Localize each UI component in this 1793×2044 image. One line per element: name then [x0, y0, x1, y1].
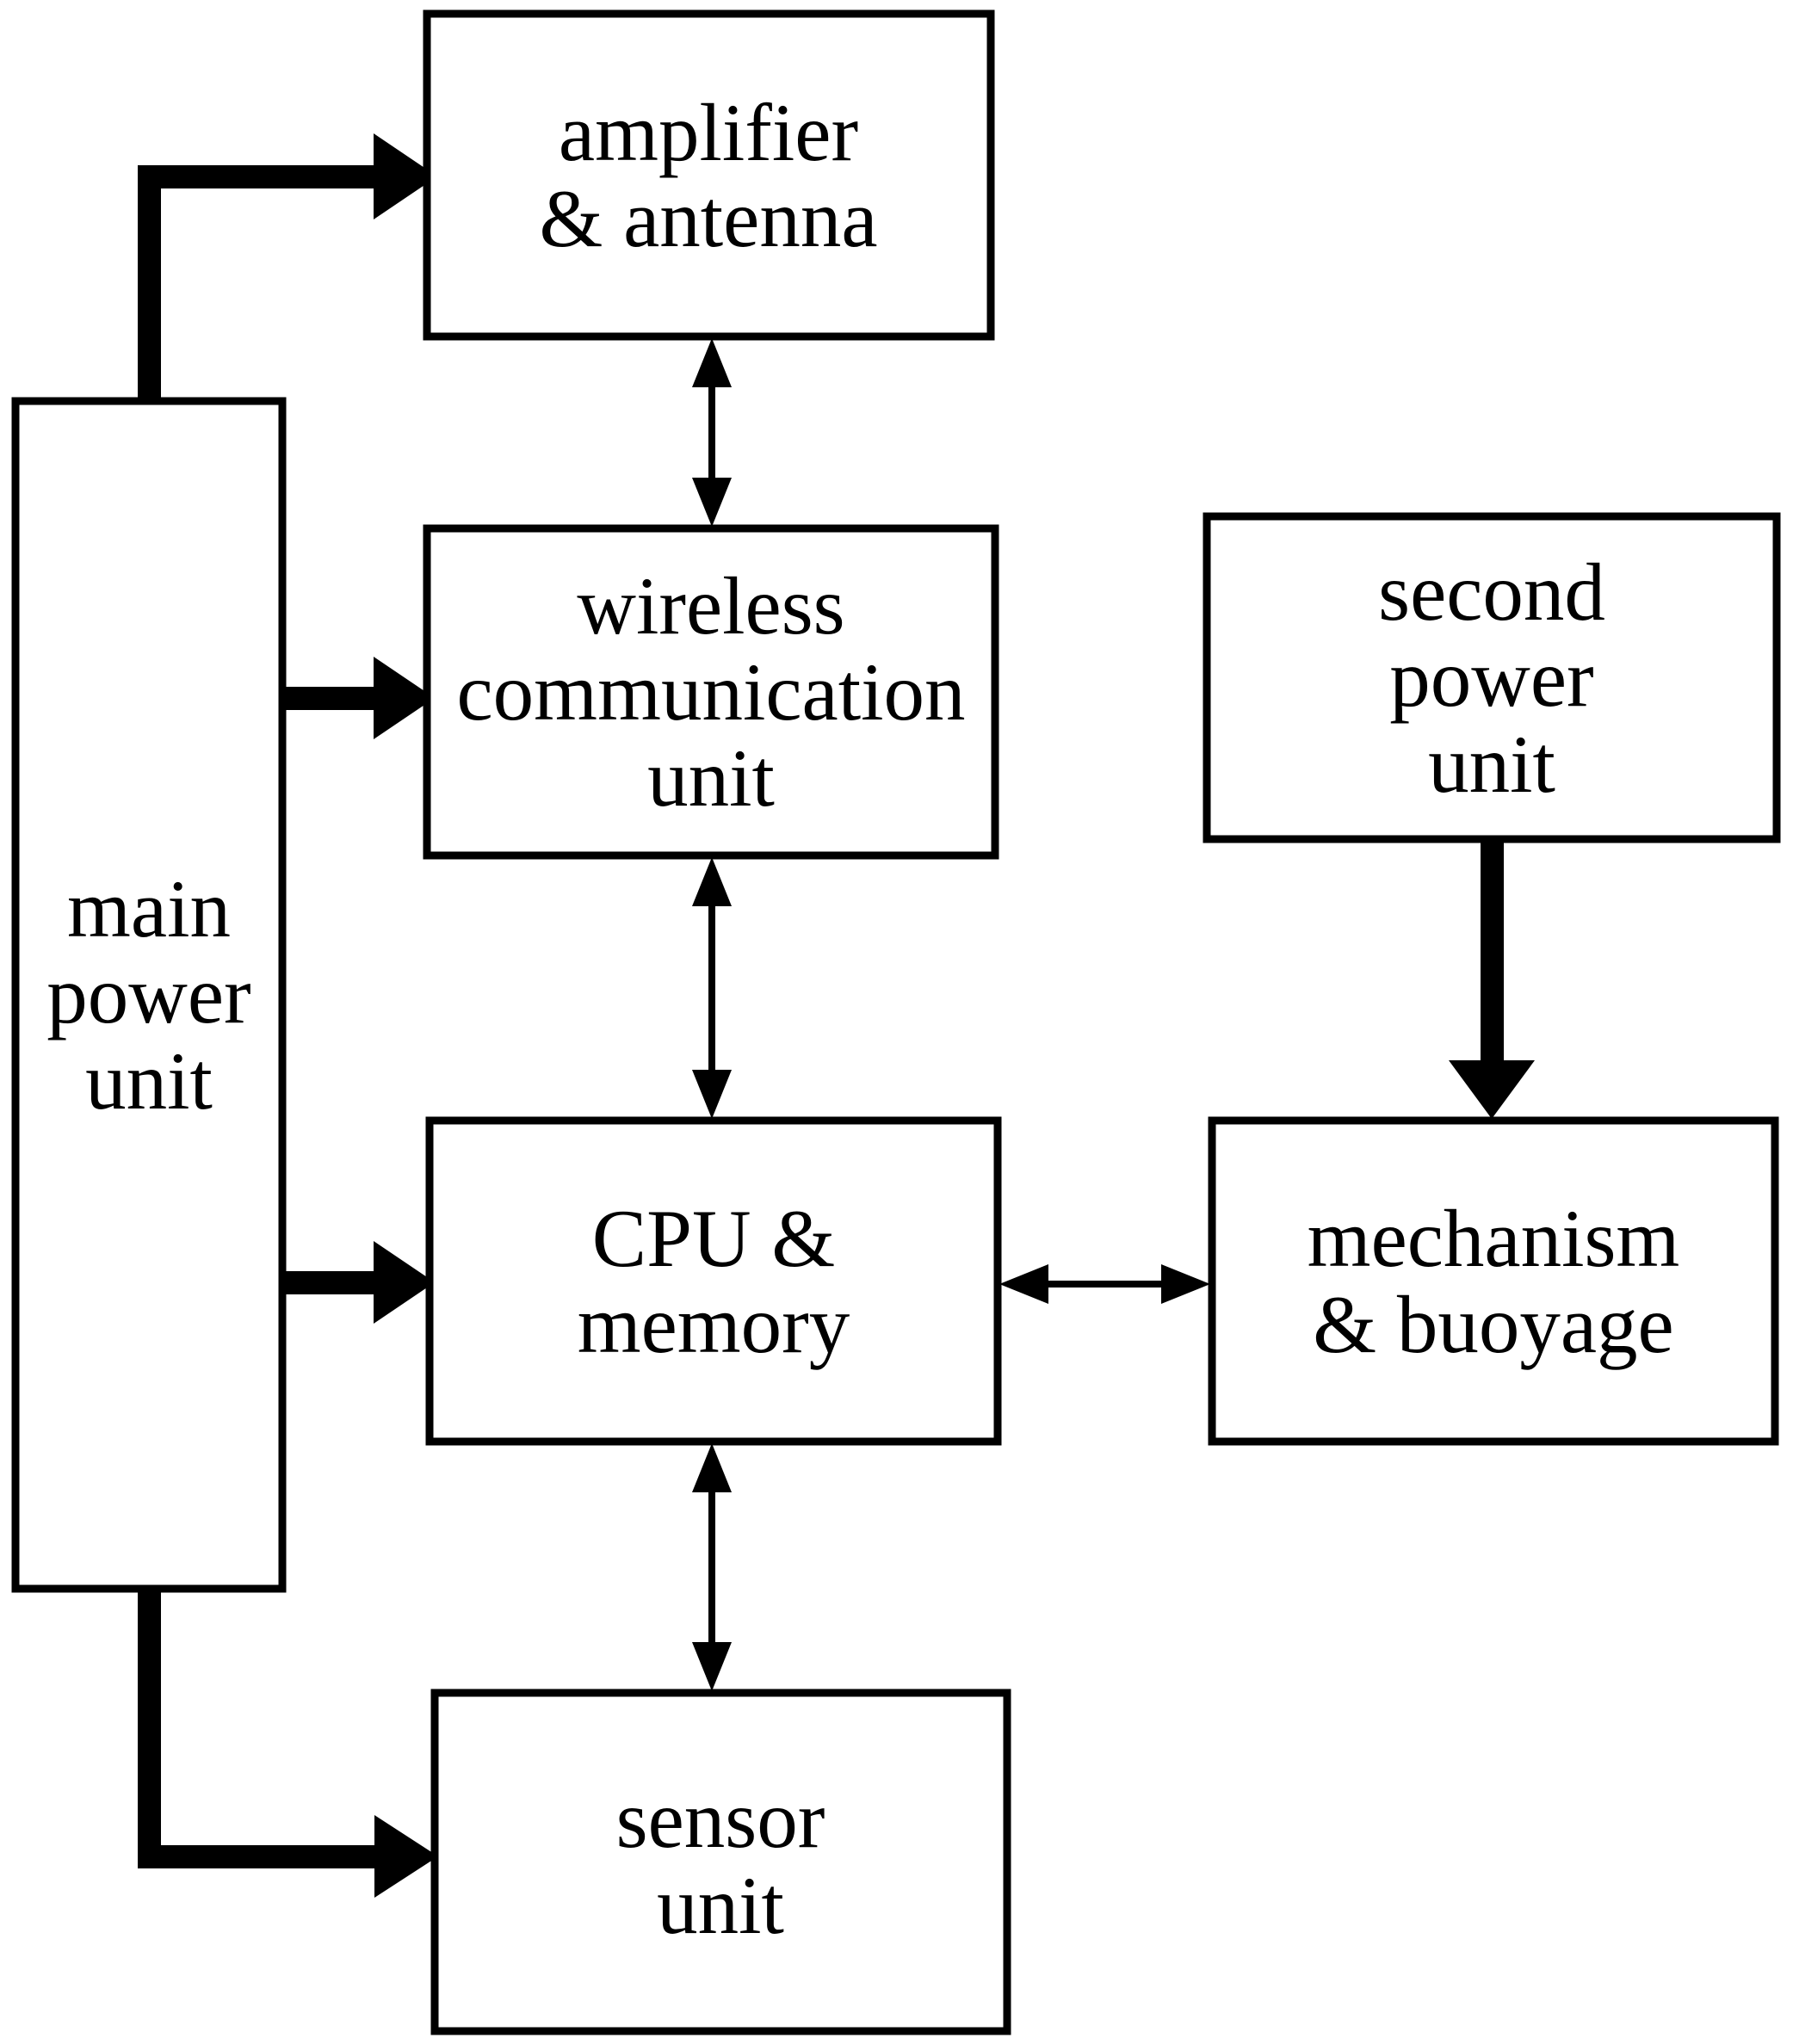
box-wireless-communication-unit-label-line3: unit	[647, 732, 775, 824]
box-cpu-memory: CPU & memory	[425, 1116, 1002, 1446]
box-wireless-communication-unit: wireless communication unit	[423, 524, 999, 860]
box-second-power-unit-label-line3: unit	[1428, 719, 1555, 810]
box-wireless-communication-unit-label-line1: wireless	[577, 560, 844, 651]
box-amplifier-antenna-label-line1: amplifier	[559, 87, 858, 178]
box-main-power-unit-label-line3: unit	[85, 1035, 213, 1127]
arrow-main-power-to-sensor	[138, 1587, 438, 1898]
box-sensor-unit: sensor unit	[430, 1689, 1011, 2035]
box-cpu-memory-label-line2: memory	[578, 1279, 850, 1370]
box-second-power-unit-label-line1: second	[1378, 547, 1605, 638]
arrow-main-power-to-wireless	[281, 657, 435, 739]
box-second-power-unit: second power unit	[1203, 512, 1781, 843]
box-mechanism-buoyage-label-line2: & buoyage	[1313, 1279, 1673, 1370]
arrow-main-power-to-amplifier	[138, 133, 437, 404]
arrow-second-power-to-mechanism	[1449, 837, 1535, 1119]
box-sensor-unit-label-line1: sensor	[616, 1774, 825, 1865]
box-amplifier-antenna: amplifier & antenna	[423, 9, 995, 341]
box-second-power-unit-label-line2: power	[1389, 633, 1593, 724]
box-mechanism-buoyage-label-line1: mechanism	[1308, 1193, 1680, 1284]
arrow-wireless-cpu-bidirectional	[692, 857, 732, 1119]
box-main-power-unit-label-line1: main	[67, 863, 231, 954]
box-main-power-unit: main power unit	[11, 397, 287, 1593]
box-wireless-communication-unit-label-line2: communication	[457, 646, 966, 738]
box-main-power-unit-label-line2: power	[46, 949, 250, 1041]
box-sensor-unit-label-line2: unit	[657, 1860, 784, 1951]
arrow-cpu-mechanism-bidirectional	[999, 1264, 1210, 1304]
arrow-cpu-sensor-bidirectional	[692, 1443, 732, 1691]
arrow-amplifier-wireless-bidirectional	[692, 338, 732, 527]
box-mechanism-buoyage: mechanism & buoyage	[1208, 1116, 1779, 1446]
box-cpu-memory-label-line1: CPU &	[592, 1193, 835, 1284]
box-amplifier-antenna-label-line2: & antenna	[539, 173, 877, 264]
arrow-main-power-to-cpu	[281, 1241, 435, 1324]
